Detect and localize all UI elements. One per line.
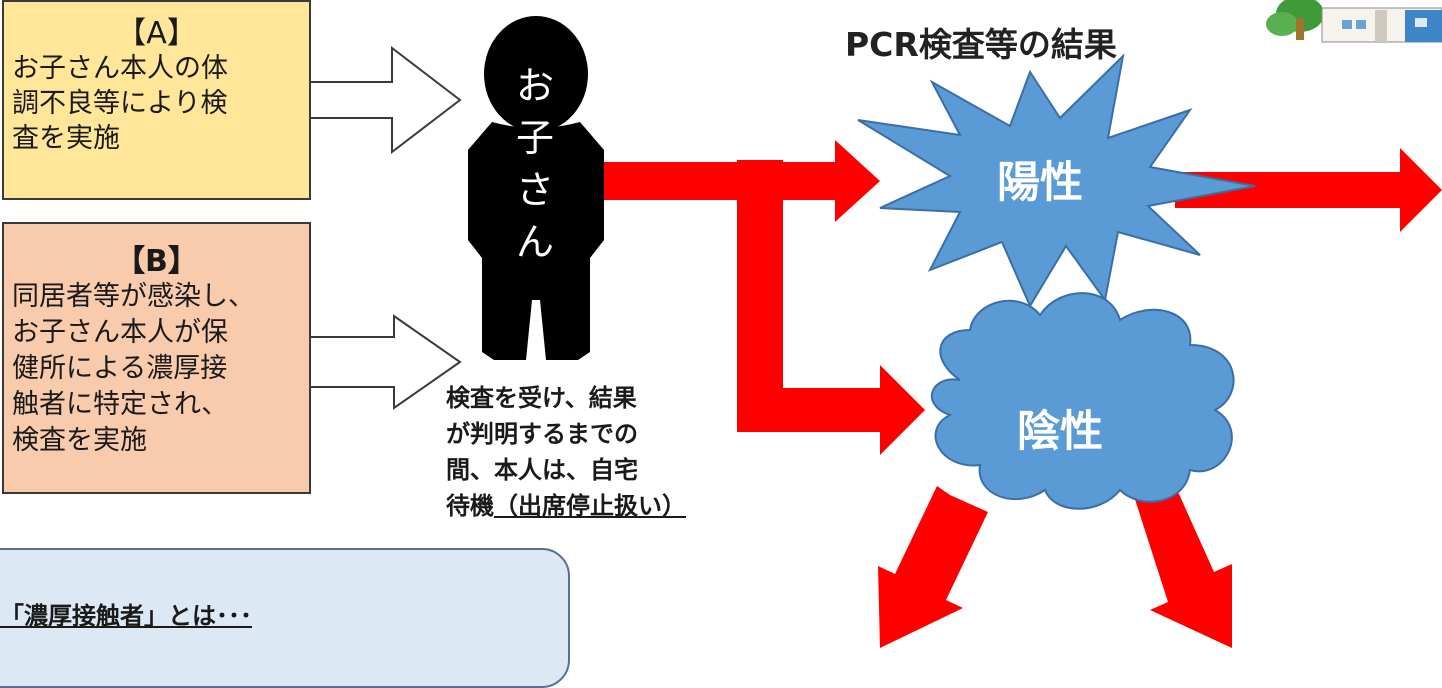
home-wait-prefix: 待機 bbox=[446, 492, 494, 520]
negative-cloud bbox=[930, 292, 1235, 510]
case-b-line: 健所による濃厚接 bbox=[12, 353, 228, 384]
case-a-box: 【A】 お子さん本人の体 調不良等により検 査を実施 bbox=[2, 0, 311, 200]
child-silhouette bbox=[468, 16, 604, 360]
flow-diagram bbox=[311, 0, 1442, 648]
case-b-line: 触者に特定され、 bbox=[12, 389, 229, 420]
case-b-line: 同居者等が感染し、 bbox=[12, 281, 255, 312]
case-b-box: 【B】 同居者等が感染し、 お子さん本人が保 健所による濃厚接 触者に特定され、… bbox=[2, 222, 311, 494]
case-b-line: お子さん本人が保 bbox=[12, 317, 228, 348]
attendance-suspension-note: （出席停止扱い） bbox=[494, 492, 686, 520]
child-label-char: 子 bbox=[515, 116, 554, 160]
red-flow-arrows bbox=[604, 140, 1442, 648]
case-a-line: 査を実施 bbox=[12, 123, 120, 154]
child-label-char: さ bbox=[515, 168, 554, 212]
result-title: PCR検査等の結果 bbox=[845, 25, 1117, 64]
case-b-title: 【B】 bbox=[115, 244, 198, 279]
case-b-line: 検査を実施 bbox=[12, 425, 147, 456]
positive-label: 陽性 bbox=[997, 158, 1083, 208]
case-a-title: 【A】 bbox=[116, 16, 197, 51]
case-a-line: 調不良等により検 bbox=[12, 88, 228, 119]
case-a-line: お子さん本人の体 bbox=[12, 53, 228, 84]
arrow-a-to-person bbox=[311, 45, 462, 155]
positive-burst bbox=[857, 53, 1256, 309]
home-wait-line: 間、本人は、自宅 bbox=[446, 456, 638, 484]
home-wait-line: が判明するまでの bbox=[446, 420, 638, 448]
arrow-b-to-person bbox=[311, 314, 462, 410]
negative-label: 陰性 bbox=[1017, 407, 1103, 457]
building-illustration bbox=[1266, 0, 1442, 43]
child-label: お 子 さ ん bbox=[510, 60, 560, 268]
child-label-char: お bbox=[515, 64, 554, 108]
home-wait-note: 検査を受け、結果 が判明するまでの 間、本人は、自宅 待機（出席停止扱い） bbox=[446, 380, 796, 524]
child-label-char: ん bbox=[515, 220, 554, 264]
definition-heading: 「濃厚接触者」とは･･･ bbox=[0, 602, 252, 630]
home-wait-line: 検査を受け、結果 bbox=[446, 384, 637, 412]
home-wait-last-line: 待機（出席停止扱い） bbox=[446, 488, 796, 524]
